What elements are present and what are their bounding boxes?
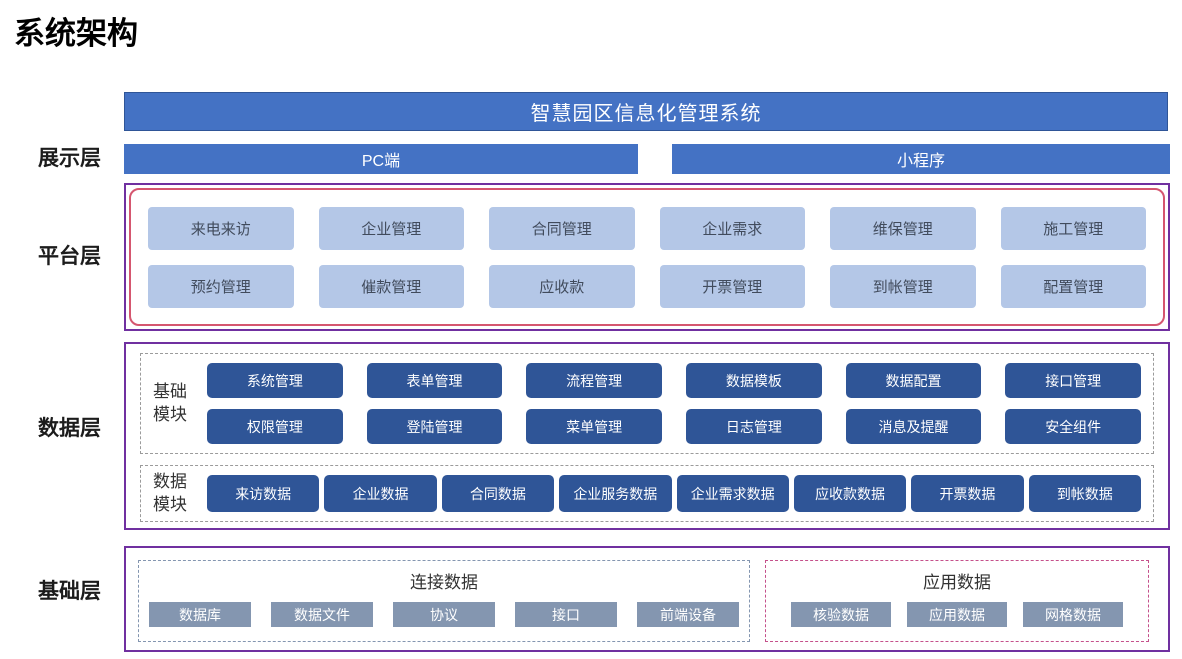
connection-item: 协议 — [393, 602, 495, 627]
platform-module: 开票管理 — [659, 264, 805, 308]
base-module: 权限管理 — [207, 409, 343, 444]
base-module-grid: 系统管理表单管理流程管理数据模板数据配置接口管理 权限管理登陆管理菜单管理日志管… — [207, 363, 1142, 444]
base-module: 安全组件 — [1005, 409, 1142, 444]
layer-label-display: 展示层 — [38, 147, 101, 170]
connection-item: 数据文件 — [271, 602, 373, 627]
base-module: 菜单管理 — [526, 409, 663, 444]
platform-module: 预约管理 — [148, 264, 294, 308]
platform-module: 企业需求 — [659, 206, 805, 250]
base-module: 流程管理 — [526, 363, 663, 398]
layer-label-data: 数据层 — [38, 417, 101, 440]
base-module: 登陆管理 — [366, 409, 503, 444]
platform-layer-inner-box: 来电来访企业管理合同管理企业需求维保管理施工管理 预约管理催款管理应收款开票管理… — [129, 188, 1165, 326]
platform-module: 应收款 — [489, 264, 635, 308]
connection-item: 数据库 — [149, 602, 251, 627]
platform-layer-box: 来电来访企业管理合同管理企业需求维保管理施工管理 预约管理催款管理应收款开票管理… — [124, 183, 1170, 331]
display-bar: 小程序 — [672, 144, 1170, 174]
page-title: 系统架构 — [14, 16, 138, 51]
data-module-box: 数据模块 来访数据企业数据合同数据企业服务数据企业需求数据应收款数据开票数据到帐… — [140, 465, 1154, 522]
platform-module: 配置管理 — [1000, 264, 1146, 308]
platform-row-2: 预约管理催款管理应收款开票管理到帐管理配置管理 — [148, 264, 1146, 308]
data-module: 来访数据 — [207, 475, 320, 512]
layer-label-base: 基础层 — [38, 580, 101, 603]
connection-data-header: 连接数据 — [410, 573, 478, 592]
layer-label-platform: 平台层 — [38, 245, 101, 268]
base-module: 数据配置 — [845, 363, 982, 398]
connection-data-row: 数据库数据文件协议接口前端设备 — [139, 602, 749, 627]
base-module: 数据模板 — [686, 363, 822, 398]
platform-module: 施工管理 — [1000, 206, 1146, 250]
data-layer-box: 基础模块 系统管理表单管理流程管理数据模板数据配置接口管理 权限管理登陆管理菜单… — [124, 342, 1170, 530]
base-module-row-2: 权限管理登陆管理菜单管理日志管理消息及提醒安全组件 — [207, 409, 1142, 444]
platform-module: 到帐管理 — [830, 264, 976, 308]
data-module: 企业需求数据 — [676, 475, 789, 512]
base-module-box: 基础模块 系统管理表单管理流程管理数据模板数据配置接口管理 权限管理登陆管理菜单… — [140, 353, 1154, 454]
data-module: 开票数据 — [911, 475, 1024, 512]
application-data-header: 应用数据 — [923, 573, 991, 592]
application-item: 应用数据 — [907, 602, 1007, 627]
base-module: 接口管理 — [1005, 363, 1142, 398]
data-module-label: 数据模块 — [153, 471, 187, 514]
display-bars: PC端 小程序 — [124, 144, 1170, 174]
data-module: 企业数据 — [324, 475, 437, 512]
platform-module: 催款管理 — [318, 264, 464, 308]
application-item: 网格数据 — [1023, 602, 1123, 627]
data-module: 应收款数据 — [793, 475, 907, 512]
base-module: 系统管理 — [207, 363, 343, 398]
platform-module: 来电来访 — [148, 206, 294, 250]
base-module: 表单管理 — [366, 363, 503, 398]
base-module-row-1: 系统管理表单管理流程管理数据模板数据配置接口管理 — [207, 363, 1142, 398]
connection-item: 前端设备 — [637, 602, 739, 627]
base-module-label: 基础模块 — [153, 381, 187, 424]
base-module: 消息及提醒 — [845, 409, 982, 444]
platform-module: 合同管理 — [489, 206, 635, 250]
base-layer-box: 连接数据 数据库数据文件协议接口前端设备 应用数据 核验数据应用数据网格数据 — [124, 546, 1170, 652]
application-item: 核验数据 — [791, 602, 891, 627]
platform-module: 企业管理 — [318, 206, 464, 250]
application-data-row: 核验数据应用数据网格数据 — [766, 602, 1148, 627]
system-banner: 智慧园区信息化管理系统 — [124, 92, 1168, 131]
connection-data-box: 连接数据 数据库数据文件协议接口前端设备 — [138, 560, 750, 642]
connection-item: 接口 — [515, 602, 617, 627]
data-module-row: 来访数据企业数据合同数据企业服务数据企业需求数据应收款数据开票数据到帐数据 — [207, 475, 1141, 512]
application-data-box: 应用数据 核验数据应用数据网格数据 — [765, 560, 1149, 642]
data-module: 合同数据 — [441, 475, 555, 512]
platform-row-1: 来电来访企业管理合同管理企业需求维保管理施工管理 — [148, 206, 1146, 250]
base-module: 日志管理 — [686, 409, 822, 444]
platform-module: 维保管理 — [830, 206, 976, 250]
data-module: 企业服务数据 — [559, 475, 672, 512]
display-bar: PC端 — [124, 144, 638, 174]
data-module: 到帐数据 — [1028, 475, 1141, 512]
